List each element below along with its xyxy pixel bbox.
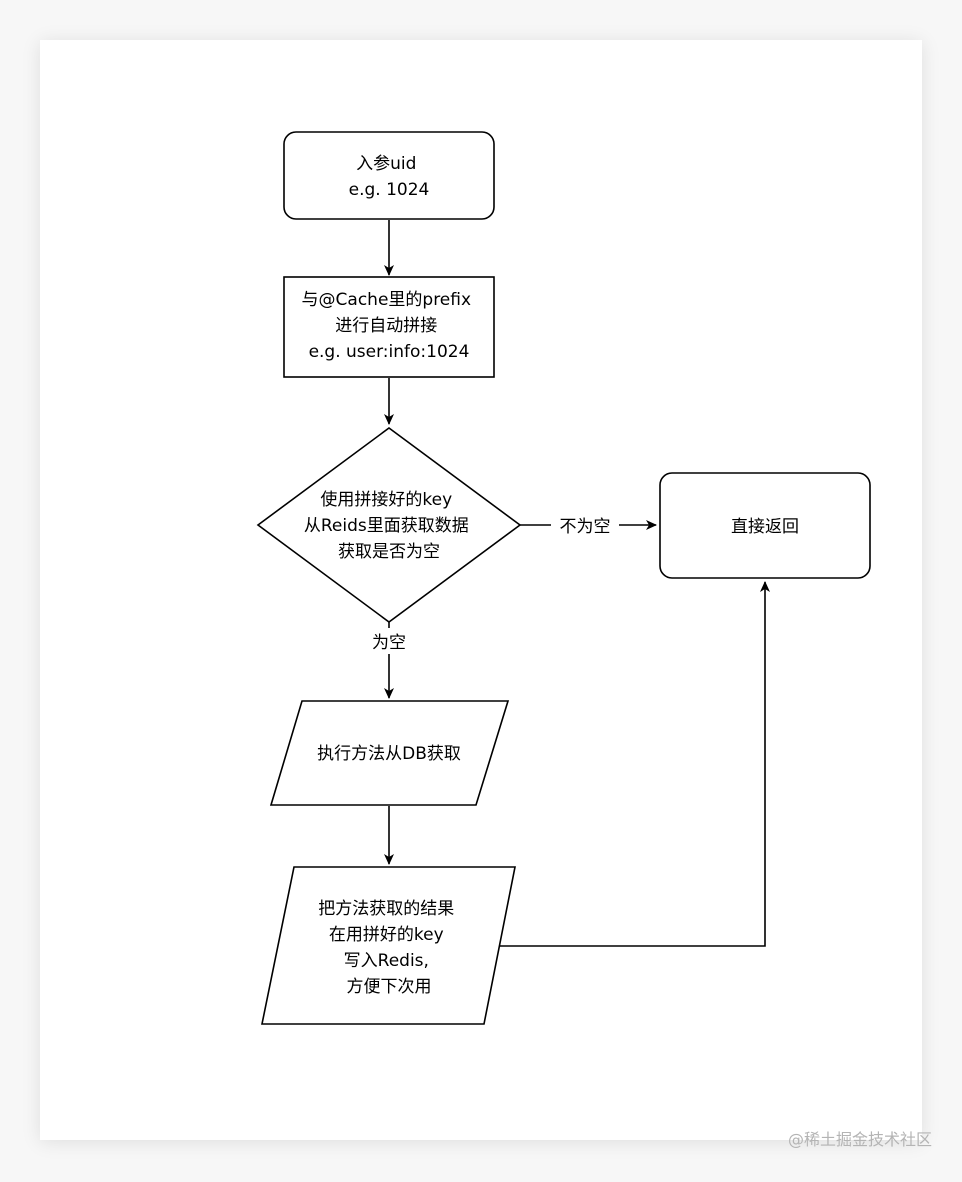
node-concat: 与@Cache里的prefix 进行自动拼接 e.g. user:info:10…: [283, 276, 495, 378]
input-box: [283, 131, 495, 220]
return-box: [659, 472, 871, 579]
decision-text: 使用拼接好的key 从Reids里面获取数据 获取是否为空: [304, 489, 474, 562]
concat-text: 与@Cache里的prefix 进行自动拼接 e.g. user:info:10…: [302, 290, 477, 362]
write-line-2: 在用拼好的key: [329, 925, 444, 945]
write-text: 把方法获取的结果 在用拼好的key 写入Redis, 方便下次用: [318, 899, 459, 997]
write-line-1: 把方法获取的结果: [318, 899, 454, 919]
not-empty-label: 不为空: [560, 517, 611, 537]
exec-text: 执行方法从DB获取: [317, 744, 461, 764]
decision-diamond: [256, 427, 522, 623]
edge-write-to-return: [498, 581, 770, 947]
concat-line-2: 进行自动拼接: [335, 316, 437, 336]
node-decision: 使用拼接好的key 从Reids里面获取数据 获取是否为空: [256, 427, 522, 623]
node-return: 直接返回: [659, 472, 871, 579]
concat-line-1: 与@Cache里的prefix: [302, 290, 472, 310]
input-line-2: e.g. 1024: [349, 180, 430, 200]
concat-line-3: e.g. user:info:1024: [309, 342, 470, 362]
write-parallelogram: [261, 866, 516, 1025]
input-line-1: 入参uid: [356, 154, 416, 174]
write-line-3: 写入Redis,: [344, 951, 429, 971]
exec-parallelogram: [269, 700, 510, 806]
input-text: 入参uid e.g. 1024: [349, 154, 430, 200]
empty-label: 为空: [372, 633, 406, 653]
decision-line-3: 获取是否为空: [338, 542, 440, 562]
not-empty-label-bg: [551, 512, 619, 538]
return-text: 直接返回: [731, 517, 799, 537]
node-input: 入参uid e.g. 1024: [283, 131, 495, 220]
watermark: @稀土掘金技术社区: [787, 1130, 932, 1149]
node-write: 把方法获取的结果 在用拼好的key 写入Redis, 方便下次用: [261, 866, 516, 1025]
decision-line-2: 从Reids里面获取数据: [304, 516, 469, 536]
concat-box: [283, 276, 495, 378]
write-line-4: 方便下次用: [347, 977, 432, 997]
empty-label-bg: [366, 628, 412, 654]
node-exec: 执行方法从DB获取: [269, 700, 510, 806]
decision-line-1: 使用拼接好的key: [320, 489, 452, 510]
